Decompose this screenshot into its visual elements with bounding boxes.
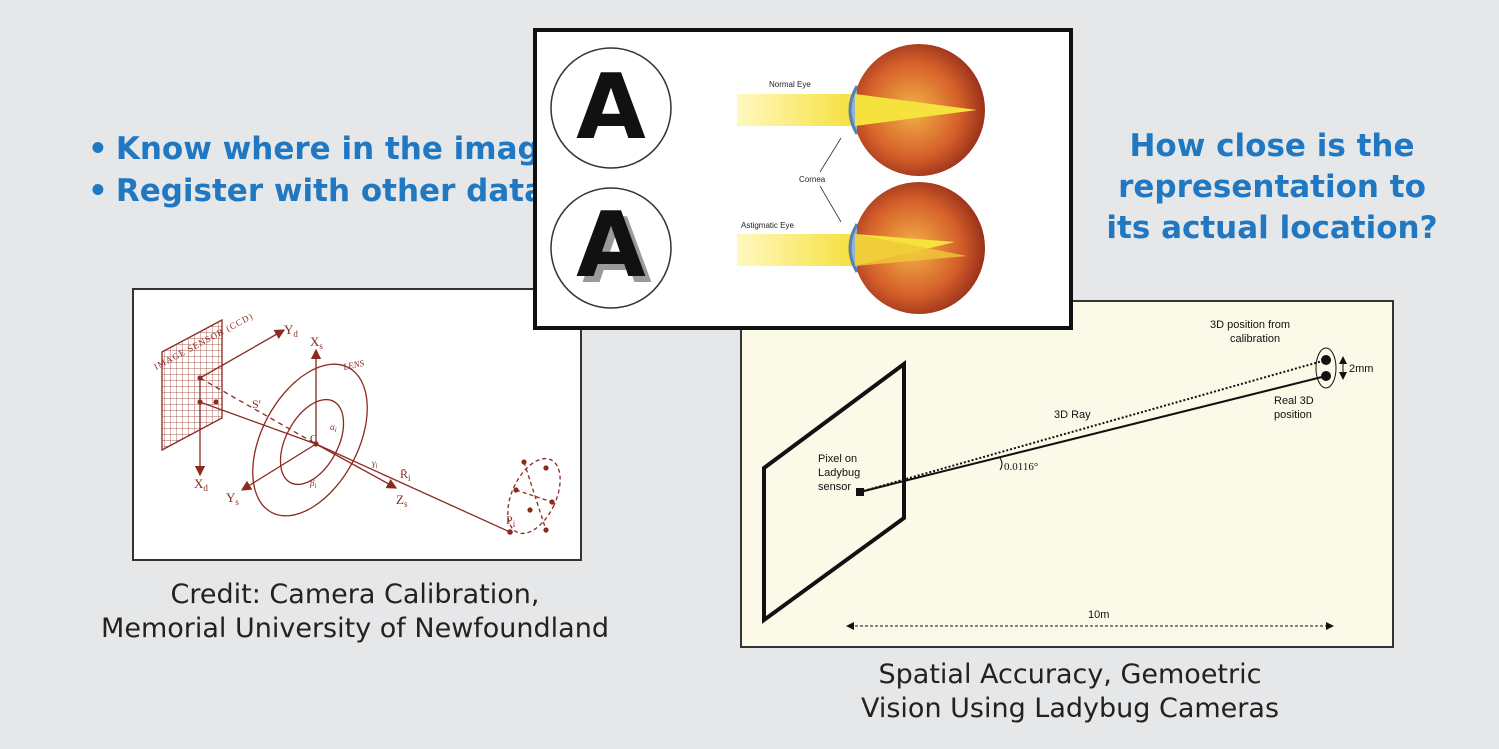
calibration-caption: Credit: Camera Calibration, Memorial Uni… [90, 578, 620, 646]
c-label: C [310, 433, 317, 445]
lens-inner-ellipse [279, 398, 345, 486]
real-position-point [1321, 371, 1331, 381]
principal-dashed-line [199, 377, 317, 445]
yd-axis [199, 329, 286, 379]
astig-letter-shadow: A [582, 199, 652, 304]
xs-label: Xs [310, 334, 323, 351]
gamma-label: γi [372, 458, 378, 470]
bullet-dot: • [88, 173, 108, 209]
bullet-text: Register with other data [115, 173, 545, 209]
astig-letter: A [576, 193, 646, 298]
calibration-caption-line-2: Memorial University of Newfoundland [101, 613, 609, 644]
normal-eye-label: Normal Eye [769, 80, 811, 89]
bullet-dot: • [88, 131, 108, 167]
bullet-item-register: •Register with other data [88, 170, 561, 212]
beta-label: βi [309, 478, 316, 490]
p-label: Pi [506, 513, 516, 529]
lens-label: LENS [341, 358, 365, 372]
question-heading: How close is the representation to its a… [1080, 126, 1464, 249]
ys-label: Ys [226, 490, 239, 507]
astig-letter-circle [550, 187, 672, 309]
s-prime-line [199, 401, 317, 445]
yd-label: Yd [284, 322, 298, 339]
pixel-label-3: sensor [818, 481, 851, 493]
zs-axis [315, 443, 398, 489]
ray-label: 3D Ray [1054, 409, 1091, 421]
ray-to-point [315, 443, 511, 533]
lens-outer-ellipse [252, 363, 368, 517]
pixel-label-1: Pixel on [818, 453, 857, 465]
pixel-label-2: Ladybug [818, 467, 860, 479]
calibration-caption-line-1: Credit: Camera Calibration, [170, 579, 540, 610]
question-line-3: its actual location? [1106, 210, 1438, 246]
cornea-label: Cornea [799, 175, 826, 184]
distance-label: 10m [1088, 609, 1109, 621]
ys-axis [240, 443, 317, 491]
sensor-plane [762, 360, 906, 624]
target-ellipse [507, 457, 561, 535]
bullet-list: •Know where in the image •Register with … [88, 128, 561, 212]
angle-arc [999, 457, 1003, 471]
calibration-points [197, 375, 555, 535]
question-line-2: representation to [1118, 169, 1426, 205]
astigmatism-eye-figure: A Normal Eye A A Astigmatic Eye Cornea [533, 28, 1073, 330]
ladybug-diagram: Pixel on Ladybug sensor 3D Ray 0.0116° 3… [762, 319, 1373, 630]
calib-pos-label-1: 3D position from [1210, 319, 1290, 331]
normal-letter-circle [550, 47, 672, 169]
normal-letter: A [576, 55, 646, 160]
xd-label: Xd [194, 476, 208, 493]
normal-light-beam [737, 94, 857, 126]
position-ellipse [1315, 347, 1337, 389]
astig-focus-cone-2 [855, 234, 967, 266]
s-prime-label: S' [252, 397, 261, 411]
r-label: R̄i [400, 467, 411, 483]
zs-label: Zs [396, 492, 408, 509]
angle-label: 0.0116° [1004, 461, 1038, 473]
ladybug-spatial-accuracy-figure: Pixel on Ladybug sensor 3D Ray 0.0116° 3… [740, 300, 1394, 648]
astig-eye-label: Astigmatic Eye [741, 221, 794, 230]
alpha-label: αi [330, 422, 337, 434]
ladybug-caption: Spatial Accuracy, Gemoetric Vision Using… [820, 658, 1320, 726]
calib-pos-label-2: calibration [1230, 333, 1280, 345]
calibration-diagram: IMAGE SENSOR (CCD) LENS Yd Xs Xd Ys Zs S… [152, 311, 561, 535]
real-pos-label-2: position [1274, 409, 1312, 421]
real-pos-label-1: Real 3D [1274, 395, 1314, 407]
bullet-item-know-where: •Know where in the image [88, 128, 561, 170]
astig-light-beam [737, 234, 857, 266]
ladybug-pixel [856, 488, 864, 496]
calibrated-ray [859, 359, 1327, 493]
question-line-1: How close is the [1129, 128, 1415, 164]
eye-diagram: A Normal Eye A A Astigmatic Eye Cornea [550, 44, 985, 314]
gap-label: 2mm [1349, 363, 1373, 375]
camera-calibration-figure: IMAGE SENSOR (CCD) LENS Yd Xs Xd Ys Zs S… [132, 288, 582, 561]
ladybug-caption-line-1: Spatial Accuracy, Gemoetric [878, 659, 1262, 690]
real-ray [859, 375, 1327, 493]
bullet-text: Know where in the image [115, 131, 561, 167]
normal-focus-cone [855, 94, 977, 126]
calibration-position-point [1321, 355, 1331, 365]
image-sensor-grid [161, 318, 223, 452]
ladybug-caption-line-2: Vision Using Ladybug Cameras [860, 693, 1280, 724]
